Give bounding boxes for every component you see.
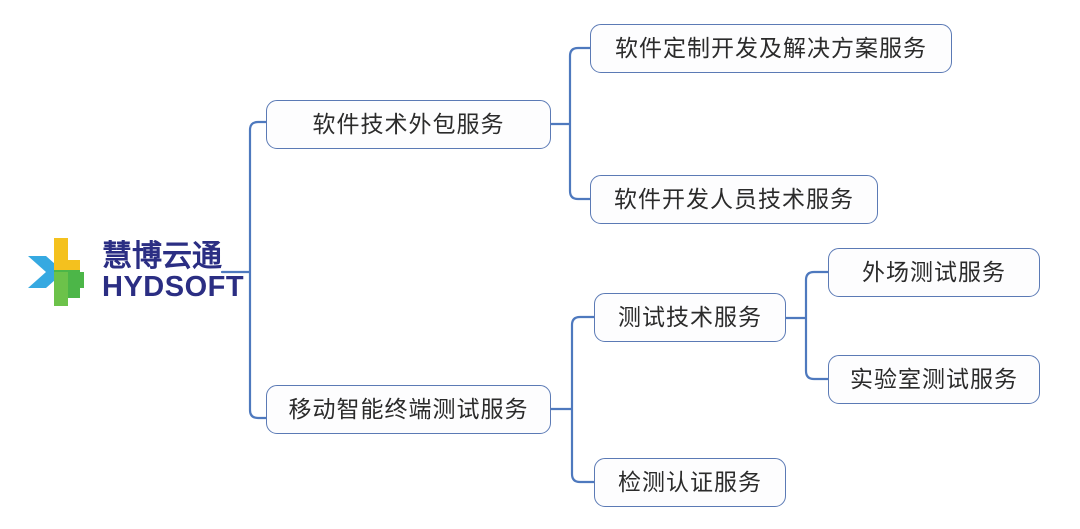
node-lab-testing[interactable]: 实验室测试服务 — [828, 355, 1040, 404]
connector-branch1 — [549, 46, 592, 201]
node-software-outsourcing[interactable]: 软件技术外包服务 — [266, 100, 551, 149]
logo-wordmark: 慧博云通 HYDSOFT — [102, 239, 245, 303]
node-label: 实验室测试服务 — [850, 365, 1018, 392]
node-label: 外场测试服务 — [862, 258, 1006, 285]
node-label: 软件技术外包服务 — [312, 110, 505, 137]
node-label: 测试技术服务 — [618, 303, 762, 330]
root-node-logo: 慧博云通 HYDSOFT — [24, 230, 244, 314]
logo-brand-cn: 慧博云通 — [102, 239, 222, 273]
node-label: 软件定制开发及解决方案服务 — [615, 34, 927, 61]
logo-brand-en: HYDSOFT — [102, 270, 245, 303]
node-testing-technology[interactable]: 测试技术服务 — [594, 293, 786, 342]
hydsoft-logo-icon — [28, 238, 84, 306]
node-label: 移动智能终端测试服务 — [288, 395, 529, 422]
node-label: 软件开发人员技术服务 — [614, 185, 854, 212]
connector-branch2 — [549, 315, 596, 484]
node-dev-staffing[interactable]: 软件开发人员技术服务 — [590, 175, 878, 224]
node-label: 检测认证服务 — [618, 468, 762, 495]
node-mobile-terminal-testing[interactable]: 移动智能终端测试服务 — [266, 385, 551, 434]
connector-root-spine — [242, 120, 268, 420]
connector-branch2a — [784, 270, 830, 381]
node-certification[interactable]: 检测认证服务 — [594, 458, 786, 507]
node-field-testing[interactable]: 外场测试服务 — [828, 248, 1040, 297]
node-custom-dev[interactable]: 软件定制开发及解决方案服务 — [590, 24, 952, 73]
